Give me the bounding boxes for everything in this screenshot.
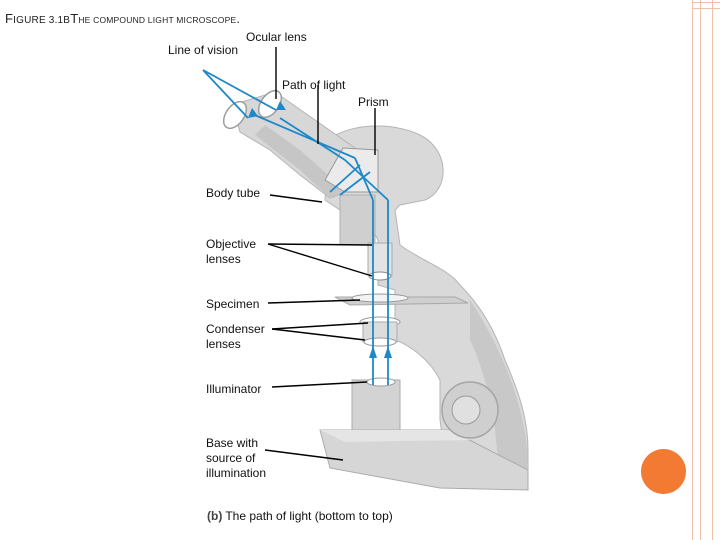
figure-caption: (b)The path of light (bottom to top) [207, 509, 393, 523]
frame-line [712, 0, 713, 540]
label-base: Base with source of illumination [206, 436, 267, 480]
caption-text: The path of light (bottom to top) [225, 509, 393, 523]
condenser-bottom [363, 337, 397, 347]
light-arrows [248, 101, 392, 358]
title-main: IGURE 3.1B [13, 15, 71, 26]
specimen-slide [351, 293, 409, 303]
frame-line [692, 8, 720, 9]
focus-knob-inner [451, 395, 481, 425]
label-body-tube: Body tube [206, 186, 261, 200]
label-path-of-light: Path of light [282, 78, 346, 92]
title-tail: HE COMPOUND LIGHT MICROSCOPE [78, 15, 237, 25]
objective-lens [368, 271, 392, 281]
frame-line [692, 2, 720, 3]
caption-tag: (b) [207, 509, 223, 523]
title-prefix: F [5, 11, 14, 26]
label-line-of-vision: Line of vision [168, 43, 239, 57]
leader-lines [264, 47, 376, 461]
label-prism: Prism [358, 95, 389, 109]
title-rest: T [70, 11, 79, 26]
slide-title: FIGURE 3.1BTHE COMPOUND LIGHT MICROSCOPE… [5, 11, 240, 26]
title-dot: . [236, 11, 241, 26]
body-tube [339, 194, 376, 246]
illuminator-lens [366, 377, 396, 387]
label-specimen: Specimen [206, 297, 260, 311]
label-ocular-lens: Ocular lens [246, 30, 307, 44]
label-objective-lenses: Objective lenses [206, 237, 257, 266]
base-top [320, 430, 470, 442]
label-illuminator: Illuminator [206, 382, 262, 396]
binocular-shadow [255, 125, 345, 198]
frame-line [692, 0, 693, 540]
accent-circle [641, 449, 686, 494]
frame-line [700, 0, 701, 540]
arm-shadow [470, 300, 528, 478]
eyepiece-left [222, 100, 248, 130]
label-condenser-lenses: Condenser lenses [206, 322, 265, 351]
